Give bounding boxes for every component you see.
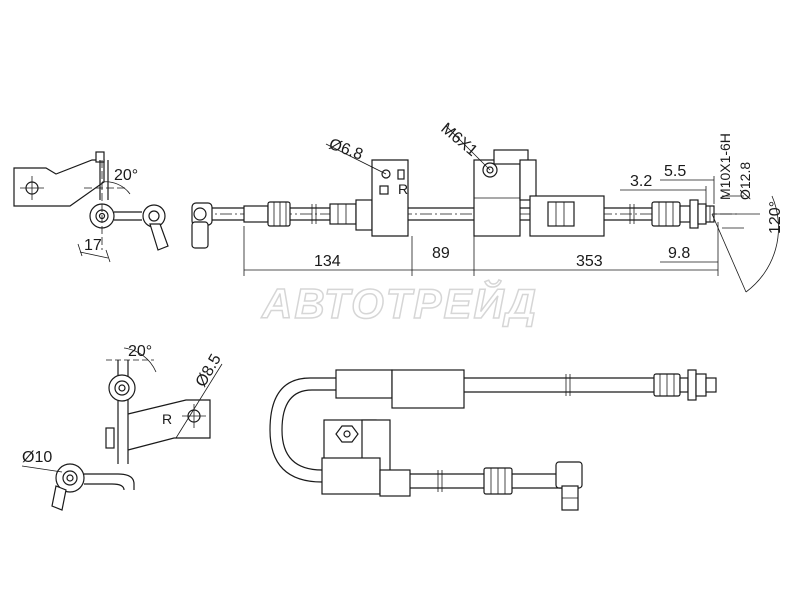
bracket-1: R bbox=[355, 159, 409, 237]
dia-12-8: Ø12.8 bbox=[737, 162, 753, 200]
bottom-hose-assembly bbox=[269, 369, 717, 511]
dim-17: 17 bbox=[84, 237, 102, 254]
bottom-left-end-view: R 20° Ø8.5 Ø10 bbox=[21, 343, 225, 511]
dim-353: 353 bbox=[576, 253, 603, 270]
dia-6-8: Ø6.8 bbox=[327, 136, 366, 164]
angle-120: 120° bbox=[767, 201, 784, 234]
angle-20-top: 20° bbox=[114, 167, 138, 184]
bottom-sleeve-upper bbox=[391, 369, 465, 409]
top-hose-assembly: R bbox=[191, 149, 740, 249]
watermark: АВТОТРЕЙД bbox=[261, 278, 538, 327]
dim-3-2: 3.2 bbox=[630, 173, 652, 190]
thread-m6: M6X1 bbox=[437, 120, 480, 160]
bracket-r-label-top: R bbox=[398, 181, 408, 197]
dim-9-8: 9.8 bbox=[668, 245, 690, 262]
dim-134: 134 bbox=[314, 253, 341, 270]
bottom-banjo-elbow bbox=[555, 461, 583, 489]
top-left-end-view: 20° 17 bbox=[13, 151, 169, 263]
dia-8-5: Ø8.5 bbox=[193, 351, 225, 390]
mount-hole-6-8 bbox=[381, 169, 391, 179]
dia-10: Ø10 bbox=[22, 449, 52, 466]
mount-hole-m6 bbox=[482, 162, 498, 178]
bracket-r-label-bottom: R bbox=[162, 411, 172, 427]
dim-5-5: 5.5 bbox=[664, 163, 686, 180]
banjo-eye-4 bbox=[55, 463, 85, 493]
dim-89: 89 bbox=[432, 245, 450, 262]
bracket-2 bbox=[473, 149, 537, 237]
banjo-eye-3 bbox=[108, 374, 136, 402]
thread-m10: M10X1-6H bbox=[717, 133, 733, 200]
angle-20-bottom: 20° bbox=[128, 343, 152, 360]
